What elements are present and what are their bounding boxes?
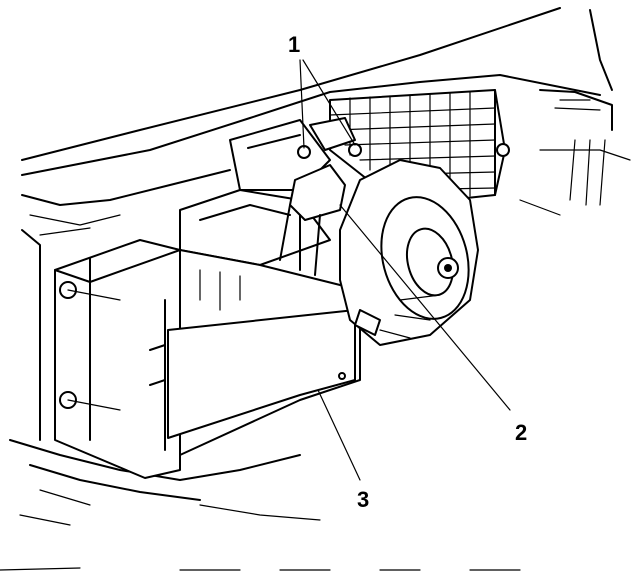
callout-1: 1 xyxy=(288,32,356,149)
floor-carpet xyxy=(0,439,521,571)
blower-motor xyxy=(339,159,479,346)
callout-label: 1 xyxy=(288,32,300,57)
hvac-module-housing xyxy=(54,89,510,479)
dashboard-panel xyxy=(21,7,631,441)
callout-label: 3 xyxy=(357,487,369,512)
callout-3: 3 xyxy=(317,389,369,512)
callout-2: 2 xyxy=(339,204,527,445)
screw-icon xyxy=(348,143,362,157)
actuator-assembly xyxy=(279,117,362,276)
callout-label: 2 xyxy=(515,420,527,445)
